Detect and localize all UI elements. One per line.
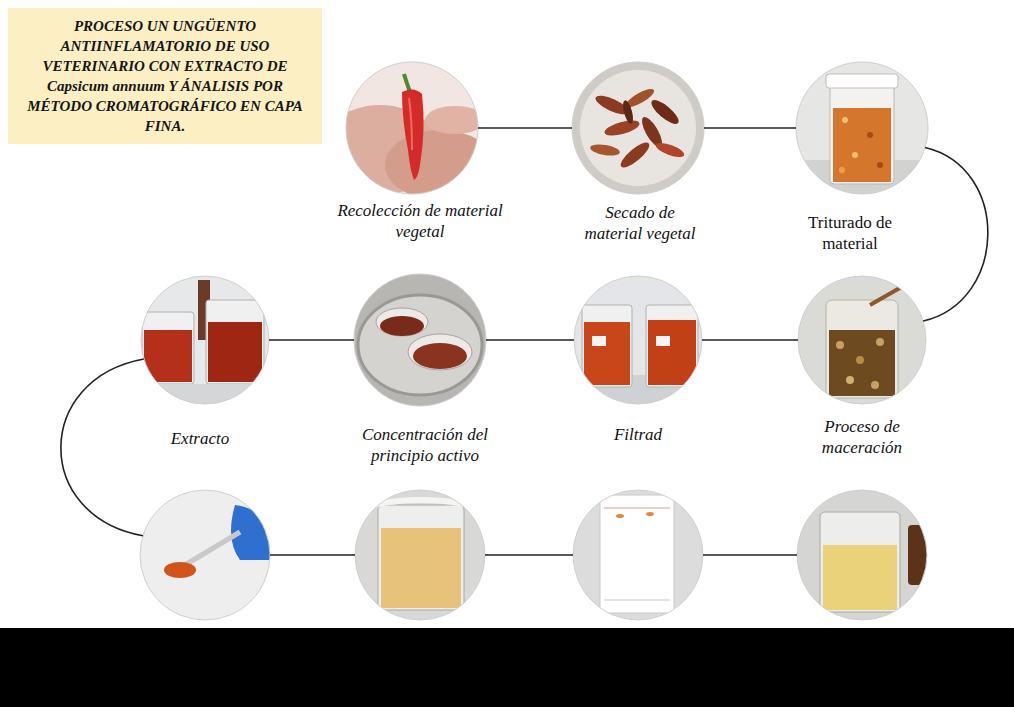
process-circle <box>140 490 270 620</box>
flow-connector <box>270 554 355 556</box>
process-circle: Filtrad <box>574 276 702 404</box>
flow-connector <box>486 339 574 341</box>
process-circle <box>355 490 485 620</box>
process-circle: Secado de material vegetal <box>572 62 704 194</box>
step-label: Filtrad <box>588 424 688 445</box>
step-label: Extracto <box>150 428 250 449</box>
title-box: PROCESO UN UNGÜENTO ANTIINFLAMATORIO DE … <box>8 8 322 144</box>
flow-connector <box>269 339 354 341</box>
process-circle: Concentración del principio activo <box>354 274 486 406</box>
spatula-photo <box>135 485 275 625</box>
beaker-photo <box>570 275 710 405</box>
chili-photo <box>320 60 495 200</box>
flow-connector <box>478 127 572 129</box>
process-circle <box>573 490 703 620</box>
step-label: Triturado de material <box>794 212 906 254</box>
process-circle: Triturado de material <box>796 62 928 194</box>
step-label: Secado de material vegetal <box>575 202 705 244</box>
flow-connector <box>702 339 798 341</box>
step-label: Recolección de material vegetal <box>320 200 520 242</box>
dried-chili-photo <box>570 60 710 200</box>
step-label: Proceso de maceración <box>807 416 917 458</box>
mixing-photo <box>350 485 490 625</box>
maceration-photo <box>795 275 930 405</box>
step-label: Concentración del principio activo <box>345 424 505 466</box>
process-circle: Proceso de maceración <box>798 276 926 404</box>
tlc-plate-photo <box>570 485 710 625</box>
process-circle <box>797 490 927 620</box>
water-bath-photo <box>350 270 490 410</box>
process-circle: Extracto <box>141 276 269 404</box>
flow-connector <box>923 148 988 322</box>
process-circle: Recolección de material vegetal <box>346 62 478 194</box>
extract-photo <box>138 275 273 405</box>
jar-photo <box>790 60 935 200</box>
flow-connector <box>485 554 573 556</box>
final-ointment-photo <box>795 485 930 625</box>
flow-connector <box>703 554 797 556</box>
flow-connector <box>704 127 796 129</box>
black-band <box>0 628 1014 707</box>
flow-connector <box>61 359 144 536</box>
